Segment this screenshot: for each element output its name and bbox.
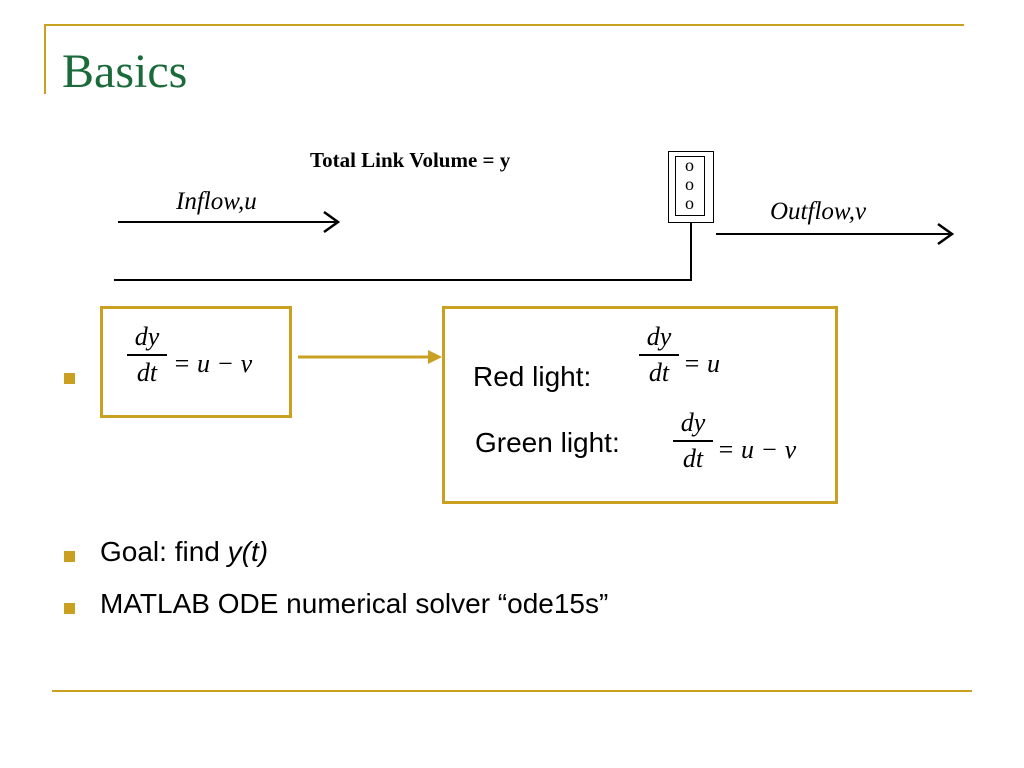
traffic-signal: o o o (668, 151, 714, 223)
equation-numerator: dy (134, 322, 160, 351)
solver-bullet: MATLAB ODE numerical solver “ode15s” (100, 588, 609, 619)
frame-left-line (44, 24, 46, 94)
equation-box: dy dt = u − v (100, 306, 292, 418)
equation-fraction: dy dt (127, 323, 167, 387)
inflow-arrow (118, 210, 341, 234)
link-connector-horizontal (114, 279, 692, 281)
outflow-label: Outflow,v (770, 198, 867, 225)
bullet-marker-3 (64, 603, 75, 614)
link-connector-vertical (690, 222, 692, 280)
frame-top-line (44, 24, 964, 26)
red-light-label: Red light: (473, 361, 592, 392)
goal-variable: y(t) (227, 536, 269, 567)
goal-prefix: Goal: find (100, 536, 228, 567)
inflow-label: Inflow,u (176, 188, 257, 215)
footer-line (52, 690, 972, 692)
bullet-marker-2 (64, 551, 75, 562)
bullet-marker-1 (64, 373, 75, 384)
signal-light-bottom: o (685, 193, 694, 213)
red-light-rhs: = u (683, 349, 721, 378)
signal-rules-box: Red light: dy dt = u Green light: dy dt … (442, 306, 838, 504)
goal-bullet: Goal: find y(t) (100, 536, 268, 568)
total-volume-label: Total Link Volume = y (310, 148, 511, 172)
connector-arrow (298, 350, 442, 364)
green-light-fraction: dy dt (673, 409, 713, 473)
signal-light-top: o (685, 155, 694, 175)
signal-light-middle: o (685, 174, 694, 194)
equation-rhs: = u − v (173, 349, 253, 378)
red-light-fraction: dy dt (639, 323, 679, 387)
outflow-arrow (716, 222, 955, 246)
green-light-label: Green light: (475, 427, 620, 458)
page-title: Basics (62, 45, 188, 98)
green-light-rhs: = u − v (717, 435, 797, 464)
equation-denominator: dt (136, 357, 158, 387)
